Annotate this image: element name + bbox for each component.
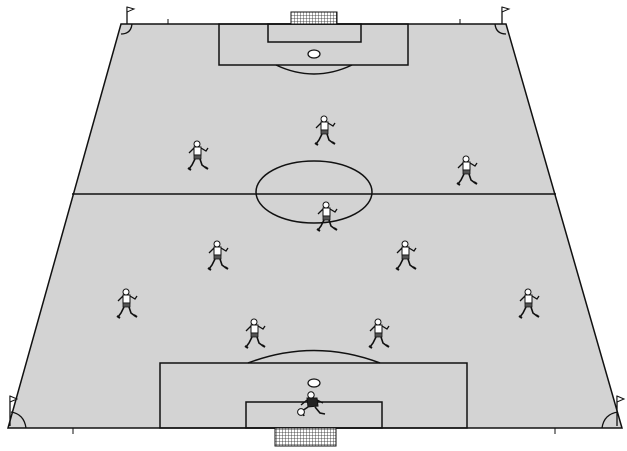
corner-flag-top-right xyxy=(502,7,509,24)
top-penalty-spot xyxy=(308,50,320,58)
pitch-surface xyxy=(8,24,622,428)
bottom-penalty-spot xyxy=(308,379,320,387)
bottom-goal xyxy=(275,428,336,446)
top-goal xyxy=(291,12,337,24)
corner-flag-top-left xyxy=(127,7,134,24)
